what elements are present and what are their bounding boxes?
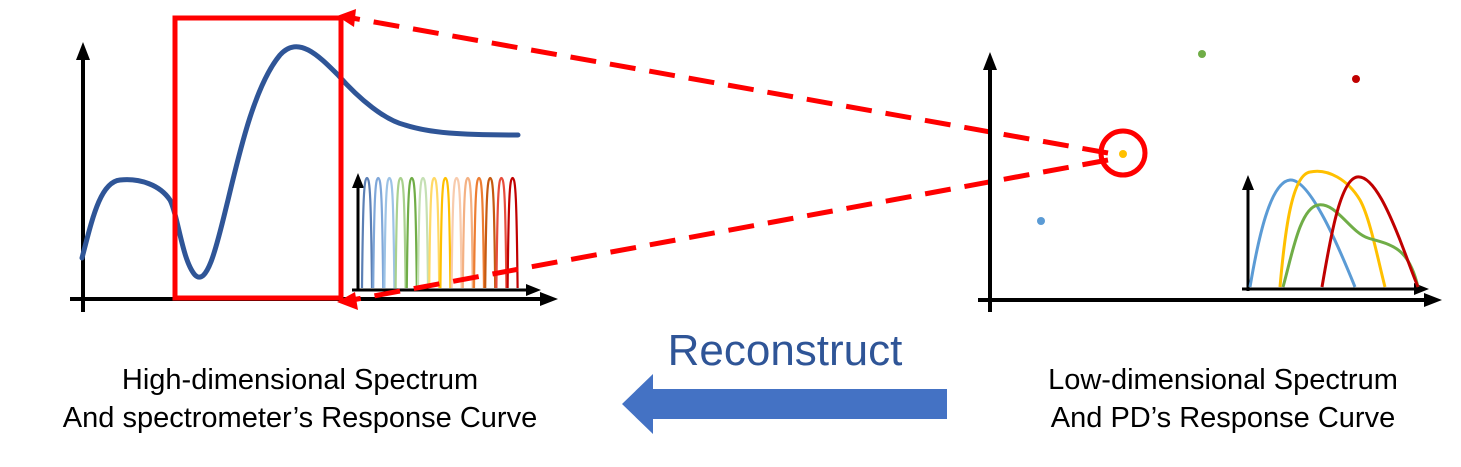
spectrometer-channel-curve — [495, 176, 508, 289]
scatter-point — [1037, 217, 1045, 225]
reconstruct-label: Reconstruct — [667, 326, 903, 375]
highlight-box — [172, 15, 344, 301]
pd-curve-red — [1320, 175, 1420, 288]
high-dimensional-caption: High-dimensional Spectrum And spectromet… — [0, 361, 600, 437]
spectrometer-response-inset — [352, 173, 541, 296]
right-x-arrowhead — [1424, 293, 1442, 307]
selected-point-ring — [1098, 128, 1148, 178]
pd-curve-green — [1281, 203, 1420, 288]
right-y-arrowhead — [983, 52, 997, 70]
spectrometer-channel-curve — [439, 176, 452, 289]
spectrometer-channel-curve — [506, 176, 519, 289]
scatter-point — [1352, 75, 1360, 83]
right-axes — [978, 52, 1442, 312]
spectrometer-channel-curve — [461, 176, 474, 289]
low-dimensional-points — [1037, 50, 1360, 225]
spectrometer-channel-curve — [472, 176, 486, 289]
spectrometer-channel-curve — [450, 176, 463, 289]
spectrometer-channel-curve — [383, 176, 396, 289]
pd-response-inset — [1242, 169, 1429, 295]
spectrometer-channel-curve — [484, 176, 497, 289]
right-caption-line1: Low-dimensional Spectrum — [1048, 364, 1398, 396]
scatter-point — [1198, 50, 1206, 58]
left-caption-line2: And spectrometer’s Response Curve — [62, 402, 538, 434]
spectrometer-channel-curve — [416, 176, 430, 289]
pd-curve-blue — [1248, 178, 1357, 288]
spectrometer-channel-curve — [360, 176, 374, 289]
left-x-arrowhead — [540, 292, 558, 306]
spectrometer-channel-curve — [394, 176, 407, 289]
inset-left-x-arrowhead — [526, 284, 541, 296]
scatter-point — [1119, 150, 1127, 158]
right-caption-line2: And PD’s Response Curve — [1050, 402, 1396, 434]
left-caption-line1: High-dimensional Spectrum — [121, 364, 479, 396]
low-dimensional-caption: Low-dimensional Spectrum And PD’s Respon… — [978, 361, 1461, 437]
projection-arrowhead-bottom — [337, 292, 358, 310]
spectrometer-channel-curve — [428, 176, 441, 289]
inset-left-y-arrowhead — [352, 173, 364, 188]
spectrometer-channel-group — [360, 176, 519, 289]
projection-line-top — [351, 15, 1109, 156]
projection-arrowhead-top — [337, 9, 356, 27]
projection-line-bottom — [351, 157, 1109, 303]
left-y-arrowhead — [76, 42, 90, 60]
high-dimensional-spectrum-curve — [79, 44, 521, 280]
reconstruct-arrow — [622, 374, 947, 434]
spectrometer-channel-curve — [372, 176, 385, 289]
spectrometer-channel-curve — [405, 176, 418, 289]
inset-right-y-arrowhead — [1242, 175, 1254, 190]
